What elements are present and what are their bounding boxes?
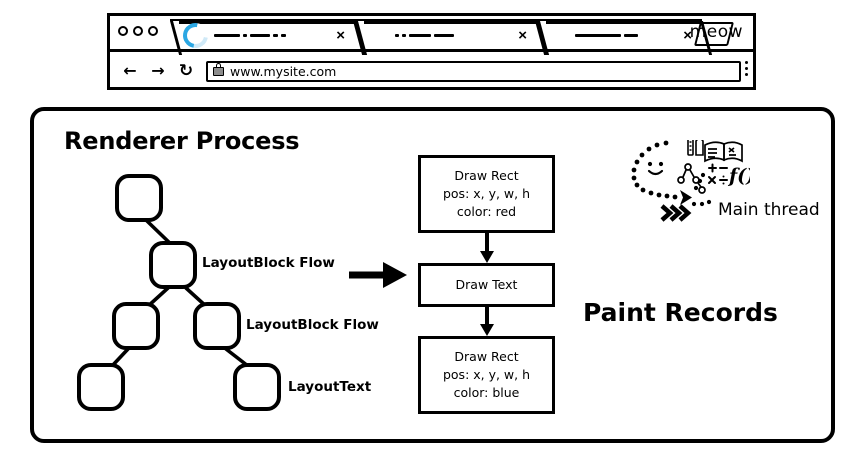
paint-record-3-line-1: Draw Rect	[454, 349, 519, 365]
forward-arrow-icon[interactable]: →	[151, 61, 165, 80]
window-controls	[118, 26, 158, 36]
tab-1-title-placeholder	[214, 33, 336, 37]
tab-3-title-placeholder	[575, 33, 683, 37]
browser-toolbar: ← → ↻ www.mysite.com	[110, 52, 753, 90]
browser-window: × ×	[107, 13, 756, 90]
flow-arrow-right-icon	[349, 262, 407, 288]
tab-3-close-icon[interactable]: ×	[683, 26, 692, 44]
layout-node-block-2[interactable]	[112, 302, 160, 350]
svg-text:f(): f()	[727, 165, 750, 187]
lock-icon	[213, 62, 224, 76]
paint-record-2[interactable]: Draw Text	[418, 263, 555, 307]
tab-strip: × ×	[110, 16, 753, 55]
paint-record-1[interactable]: Draw Rect pos: x, y, w, h color: red	[418, 155, 555, 233]
layout-tree-label-layouttext: LayoutText	[288, 379, 372, 395]
layout-node-text-2[interactable]	[233, 363, 281, 411]
tab-1-top-edge	[179, 21, 354, 24]
tab-2-close-icon[interactable]: ×	[518, 26, 527, 44]
layout-node-block-3[interactable]	[193, 302, 241, 350]
window-dot-close[interactable]	[118, 26, 128, 36]
reload-icon[interactable]: ↻	[178, 60, 194, 81]
browser-brand-label: meow	[689, 22, 743, 42]
paint-record-connector-1-arrow-icon	[480, 233, 494, 263]
tab-1-close-icon[interactable]: ×	[336, 26, 345, 44]
layout-node-root[interactable]	[115, 174, 163, 222]
address-bar[interactable]: www.mysite.com	[206, 60, 741, 82]
tab-2-top-edge	[364, 21, 536, 24]
main-thread-label: Main thread	[718, 200, 820, 220]
paint-record-1-line-3: color: red	[456, 203, 517, 219]
paint-record-1-line-2: pos: x, y, w, h	[442, 186, 531, 202]
layout-node-block-1[interactable]	[149, 241, 197, 289]
trailing-dots-icon	[691, 172, 712, 207]
window-dot-minimize[interactable]	[133, 26, 143, 36]
paint-record-2-line-1: Draw Text	[455, 277, 518, 293]
tab-1-loading-spinner-icon	[178, 17, 213, 53]
layout-tree-label-block-flow-1: LayoutBlock Flow	[202, 255, 335, 271]
main-thread-illustration: f()	[631, 140, 750, 222]
math-symbols-icon	[708, 163, 728, 185]
blob-tail-arrow-icon	[680, 190, 692, 205]
browser-tab-3[interactable]: ×	[537, 19, 712, 55]
paint-record-3[interactable]: Draw Rect pos: x, y, w, h color: blue	[418, 336, 555, 414]
open-book-icon	[704, 141, 743, 163]
chevrons-right-icon	[660, 204, 692, 222]
paint-record-3-line-2: pos: x, y, w, h	[442, 367, 531, 383]
browser-tab-2[interactable]: ×	[355, 19, 547, 55]
dotted-blob-icon	[631, 140, 678, 200]
smiley-face-icon	[647, 161, 664, 176]
node-tree-icon	[677, 163, 706, 194]
layout-node-text-1[interactable]	[77, 363, 125, 411]
ruler-pencil-icon	[687, 140, 704, 156]
window-dot-maximize[interactable]	[148, 26, 158, 36]
paint-records-label: Paint Records	[583, 298, 778, 327]
paint-record-1-line-1: Draw Rect	[454, 168, 519, 184]
layout-tree-label-block-flow-2: LayoutBlock Flow	[246, 317, 379, 333]
url-text[interactable]: www.mysite.com	[230, 63, 337, 79]
renderer-process-title: Renderer Process	[64, 127, 300, 155]
tab-2-title-placeholder	[395, 33, 518, 37]
paint-record-connector-2-arrow-icon	[480, 307, 494, 336]
paint-record-3-line-3: color: blue	[453, 384, 520, 400]
tab-3-top-edge	[546, 21, 701, 24]
function-fx-icon: f()	[727, 165, 750, 187]
overflow-menu-icon[interactable]	[745, 61, 748, 76]
browser-tab-1[interactable]: ×	[170, 17, 365, 55]
back-arrow-icon[interactable]: ←	[123, 61, 137, 80]
